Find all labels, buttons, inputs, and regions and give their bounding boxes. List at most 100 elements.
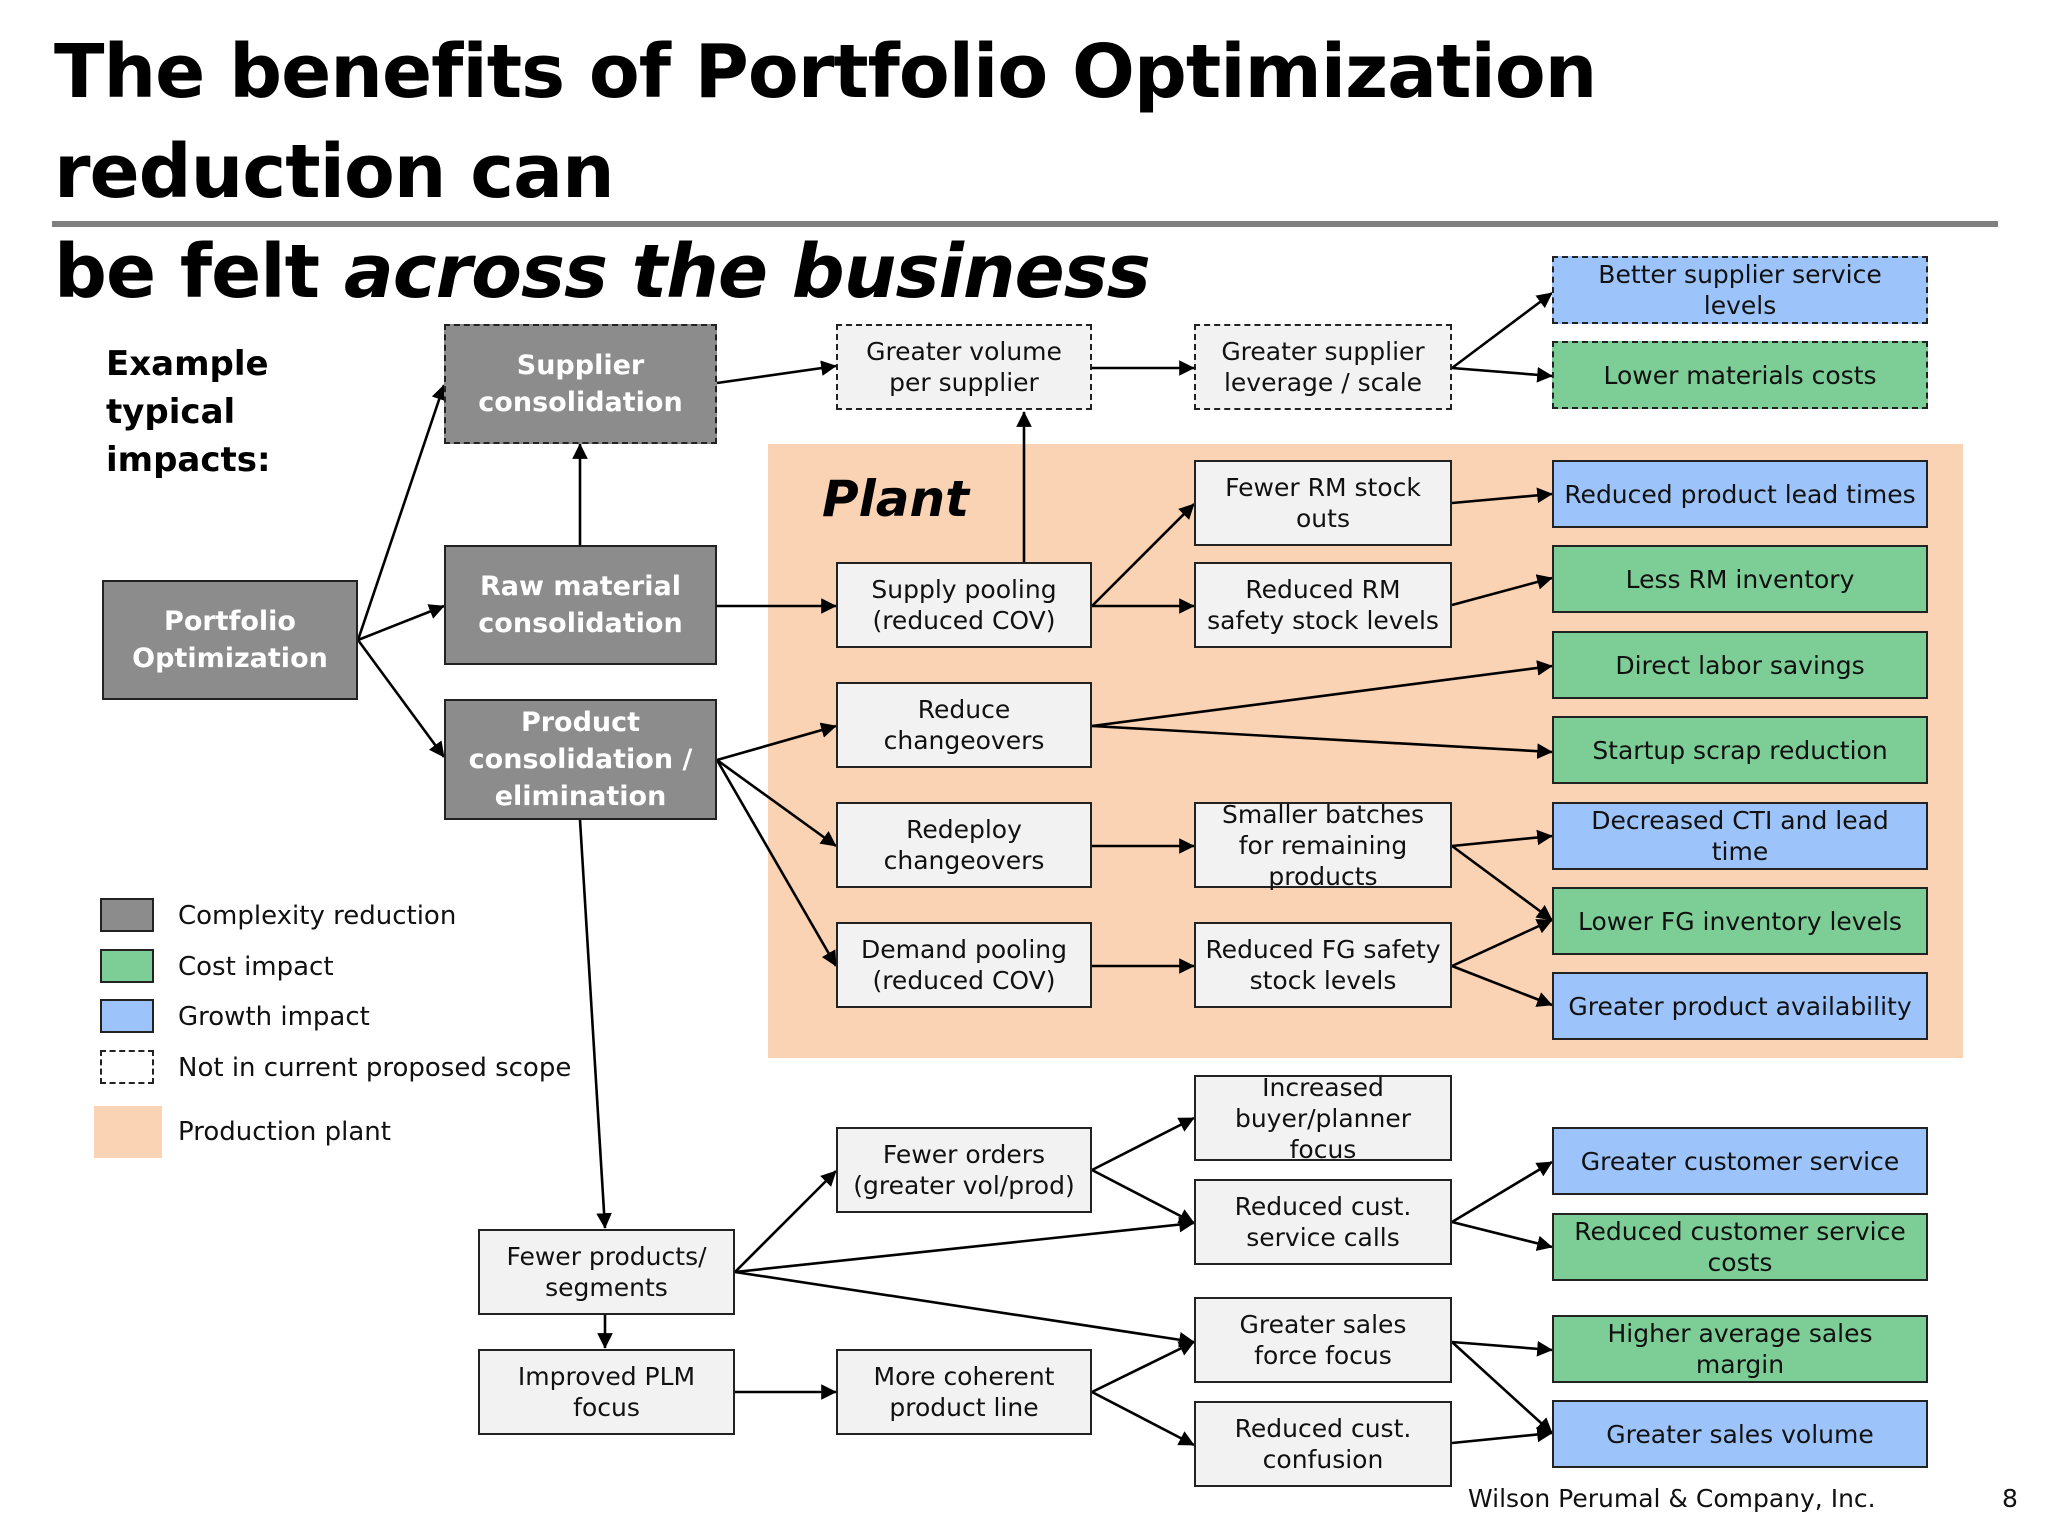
legend-swatch	[100, 1050, 154, 1084]
legend-label: Not in current proposed scope	[178, 1053, 572, 1083]
arrow	[734, 1170, 837, 1273]
node-text: Demand pooling	[860, 935, 1068, 964]
arrow	[1451, 1220, 1553, 1251]
outcome-reduced-lead-times: Reduced product lead times	[1552, 460, 1928, 528]
node-text: Portfolio	[164, 606, 296, 637]
node-text: leverage / scale	[1223, 368, 1423, 397]
arrow	[1451, 918, 1553, 968]
node-text: focus	[573, 1393, 640, 1422]
arrow	[1451, 291, 1553, 370]
node-text: focus	[1289, 1134, 1357, 1164]
legend-swatch	[100, 898, 154, 932]
node-text: Reduced customer service	[1574, 1217, 1906, 1246]
arrow	[716, 722, 837, 762]
arrow	[1091, 1340, 1195, 1394]
outcome-lower-fg-inventory: Lower FG inventory levels	[1552, 887, 1928, 955]
outcome-lower-materials-costs: Lower materials costs	[1552, 341, 1928, 409]
node-text: Decreased CTI and lead time	[1591, 806, 1889, 866]
node-text: Fewer products/	[506, 1242, 707, 1271]
node-text: Optimization	[132, 643, 328, 674]
node-text: confusion	[1262, 1445, 1384, 1474]
arrow	[1091, 503, 1195, 607]
impacts-label-line: impacts:	[106, 440, 271, 480]
arrow	[716, 360, 837, 385]
example-impacts-label: Example typical impacts:	[106, 340, 271, 484]
arrow	[1451, 844, 1553, 922]
arrow	[715, 759, 838, 967]
node-text: Raw material	[480, 571, 681, 602]
node-text: buyer/planner	[1234, 1103, 1412, 1133]
node-text: Fewer RM stock	[1225, 473, 1421, 502]
node-text: Increased	[1262, 1072, 1384, 1102]
title-line-2: be felt across the business	[54, 222, 1994, 322]
arrow	[1451, 1340, 1553, 1357]
node-text: force focus	[1254, 1341, 1392, 1370]
impacts-label-line: Example	[106, 344, 269, 384]
node-text: Greater sales	[1239, 1310, 1407, 1339]
node-text: consolidation	[478, 387, 683, 418]
node-text: Greater supplier	[1221, 337, 1425, 366]
node-text: Greater volume	[866, 337, 1062, 366]
outcome-greater-sales-volume: Greater sales volume	[1552, 1400, 1928, 1468]
node-reduced-service-calls: Reduced cust.service calls	[1194, 1179, 1452, 1265]
title-line-2-italic: across the business	[343, 229, 1151, 315]
node-text: outs	[1296, 504, 1350, 533]
plant-label: Plant	[822, 470, 970, 528]
legend-swatch	[100, 949, 154, 983]
node-text: (reduced COV)	[872, 606, 1056, 635]
arrow	[1091, 1168, 1195, 1225]
node-text: consolidation	[478, 608, 683, 639]
node-text: (reduced COV)	[872, 966, 1056, 995]
node-text: elimination	[494, 781, 667, 812]
outcome-direct-labor-savings: Direct labor savings	[1552, 631, 1928, 699]
node-text: Redeploy	[906, 815, 1022, 844]
arrow	[578, 819, 612, 1229]
node-text: Direct labor savings	[1615, 650, 1865, 680]
arrow	[1451, 1426, 1553, 1445]
node-text: Reduced FG safety	[1205, 935, 1441, 964]
legend-label: Production plant	[178, 1117, 391, 1147]
node-text: Greater sales volume	[1606, 1419, 1874, 1449]
node-text: Reduced cust.	[1234, 1414, 1412, 1443]
title-divider	[52, 221, 1998, 227]
footer-company: Wilson Perumal & Company, Inc.	[1468, 1484, 1876, 1513]
legend-label: Growth impact	[178, 1002, 370, 1032]
node-reduced-confusion: Reduced cust.confusion	[1194, 1401, 1452, 1487]
node-text: consolidation /	[468, 744, 693, 775]
node-text: Lower materials costs	[1603, 360, 1877, 390]
arrow	[1451, 366, 1553, 383]
node-text: Reduce	[917, 695, 1011, 724]
node-text: (greater vol/prod)	[853, 1171, 1075, 1200]
node-text: Supplier	[516, 350, 645, 381]
page-number: 8	[2002, 1484, 2018, 1513]
node-text: product line	[889, 1393, 1039, 1422]
node-raw-material-consolidation: Raw material consolidation	[444, 545, 717, 665]
node-text: service calls	[1246, 1223, 1400, 1252]
node-text: Greater customer service	[1580, 1146, 1900, 1176]
arrow	[1451, 574, 1553, 607]
arrow	[716, 758, 837, 848]
node-text: Supply pooling	[871, 575, 1057, 604]
node-text: Higher average sales margin	[1607, 1319, 1873, 1379]
node-supply-pooling: Supply pooling(reduced COV)	[836, 562, 1092, 648]
arrow	[1451, 487, 1553, 505]
node-text: Lower FG inventory levels	[1578, 906, 1902, 936]
arrow	[1451, 829, 1553, 848]
outcome-decreased-cti: Decreased CTI and lead time	[1552, 802, 1928, 870]
legend-swatch	[94, 1106, 162, 1158]
node-text: changeovers	[883, 726, 1045, 755]
legend-label: Cost impact	[178, 952, 334, 982]
